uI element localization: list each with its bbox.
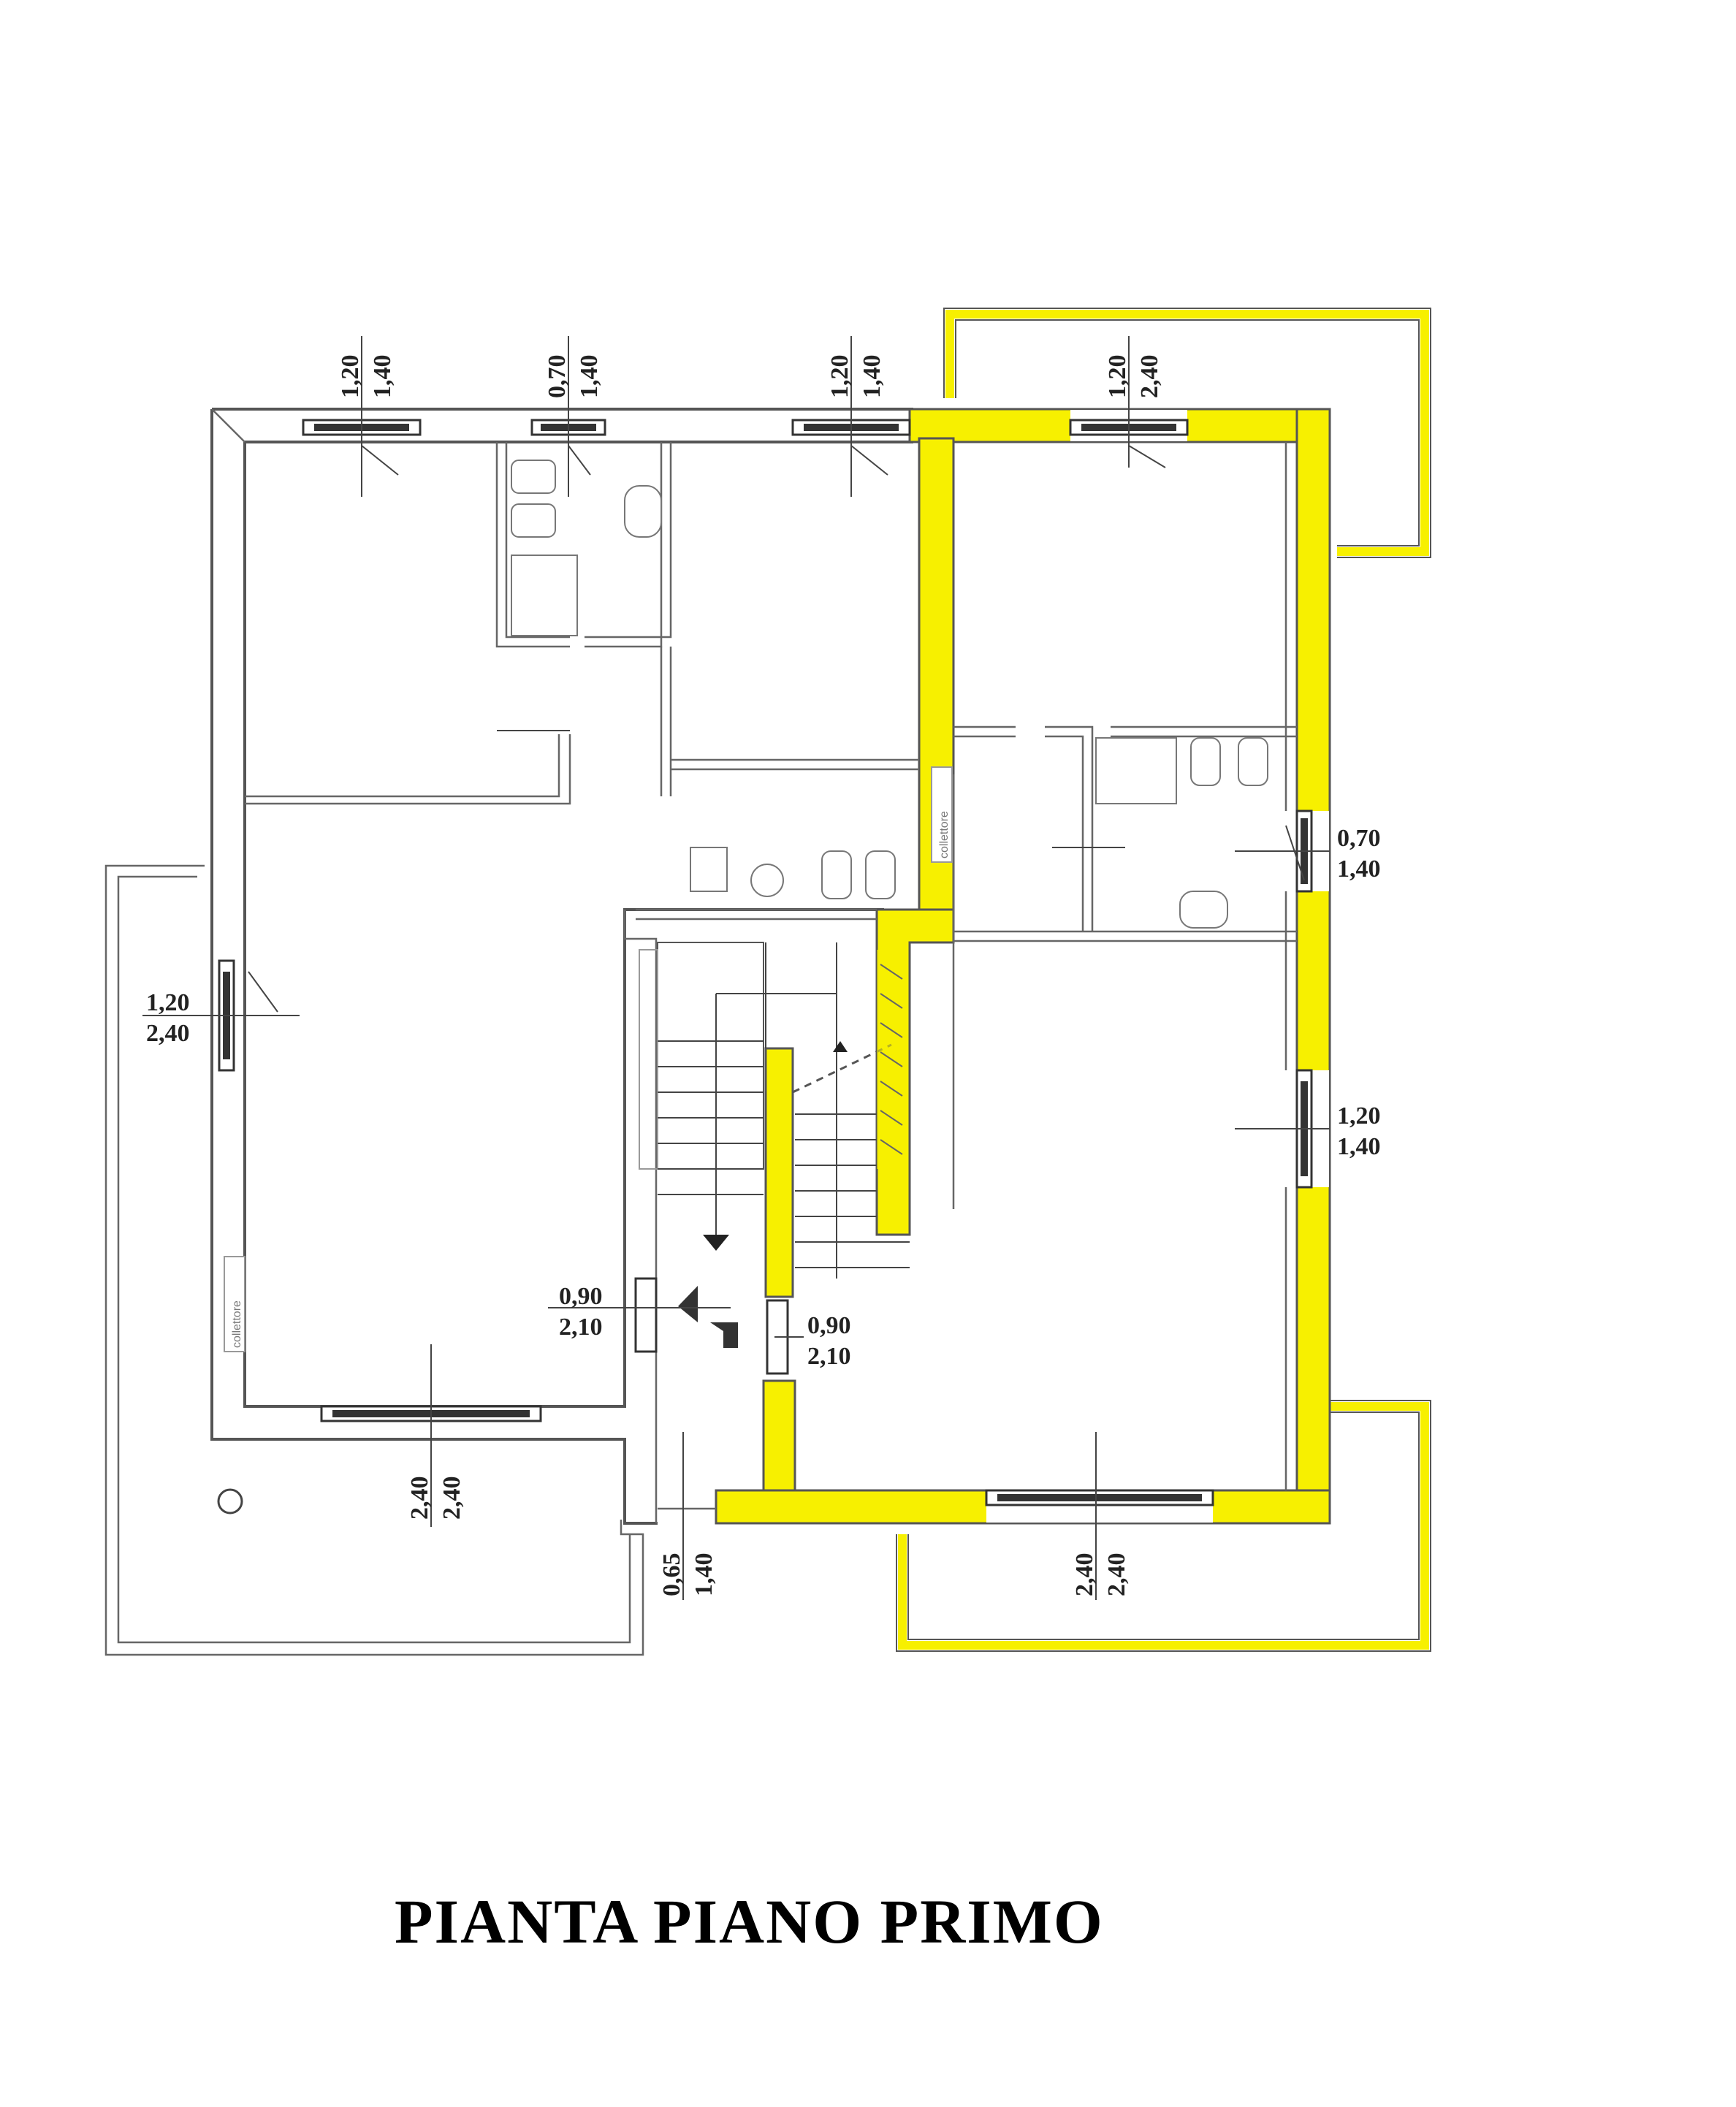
svg-text:1,20: 1,20 (826, 355, 853, 399)
down-arrow-icon (703, 1235, 729, 1251)
dim-bottom-2: 0,65 1,40 (658, 1553, 717, 1597)
dimension-leaders (142, 336, 1330, 1600)
bidet-icon (821, 850, 852, 899)
dim-right-2-h: 1,40 (1337, 1133, 1381, 1160)
svg-text:2,40: 2,40 (438, 1477, 465, 1520)
washbasin-icon (750, 864, 784, 897)
dim-door-left-h: 2,10 (559, 1314, 603, 1341)
shower-tray-icon (690, 847, 728, 892)
wall-openings (986, 410, 1329, 1523)
toilet-icon (1238, 737, 1268, 786)
dim-right-2-w: 1,20 (1337, 1102, 1381, 1129)
toilet-icon (865, 850, 896, 899)
bidet-icon (511, 460, 556, 494)
sink-icon (1179, 891, 1228, 929)
svg-text:2,40: 2,40 (1071, 1553, 1098, 1597)
dim-bottom-1: 2,40 2,40 (406, 1477, 465, 1520)
left-terrace (104, 864, 644, 1656)
dim-door-right-h: 2,10 (807, 1343, 851, 1370)
dim-top-1: 1,20 1,40 (337, 355, 396, 399)
dim-left-1-h: 2,40 (146, 1020, 190, 1047)
svg-text:1,20: 1,20 (337, 355, 364, 399)
collector-boxes (224, 766, 953, 1352)
bathroom-fixtures (511, 460, 1268, 929)
collector-label-2: collettore (231, 1300, 243, 1348)
collector-label-1: collettore (938, 811, 951, 858)
dim-top-4: 1,20 2,40 (1104, 355, 1163, 399)
dim-right-1-w: 0,70 (1337, 825, 1381, 852)
toilet-icon (511, 503, 556, 538)
sink-icon (624, 485, 662, 538)
bidet-icon (1190, 737, 1221, 786)
svg-text:1,20: 1,20 (1104, 355, 1131, 399)
drain-icon (217, 1488, 243, 1514)
dim-bottom-3: 2,40 2,40 (1071, 1553, 1130, 1597)
shower-icon (1095, 737, 1177, 804)
svg-text:2,40: 2,40 (1136, 355, 1163, 399)
svg-text:0,65: 0,65 (658, 1553, 685, 1597)
dim-left-1-w: 1,20 (146, 989, 190, 1016)
stone-wall-hatch (877, 950, 906, 1169)
svg-text:1,40: 1,40 (859, 355, 886, 399)
svg-text:0,70: 0,70 (544, 355, 571, 399)
svg-text:2,40: 2,40 (406, 1477, 433, 1520)
dim-top-3: 1,20 1,40 (826, 355, 886, 399)
balcony-top-right (943, 308, 1431, 558)
dim-door-right-w: 0,90 (807, 1312, 851, 1339)
shower-icon (511, 555, 578, 636)
up-arrow-icon (833, 1041, 848, 1052)
page-title: PIANTA PIANO PRIMO (395, 1886, 1104, 1956)
staircase (639, 942, 910, 1279)
svg-text:1,40: 1,40 (576, 355, 603, 399)
dim-right-1-h: 1,40 (1337, 856, 1381, 883)
interior-walls (245, 442, 1297, 1523)
dim-top-2: 0,70 1,40 (544, 355, 603, 399)
balcony-bottom-right (896, 1400, 1431, 1652)
svg-text:2,40: 2,40 (1103, 1553, 1130, 1597)
svg-text:1,40: 1,40 (369, 355, 396, 399)
dim-door-left-w: 0,90 (559, 1283, 603, 1310)
dimension-labels: 1,20 1,40 0,70 1,40 1,20 1,40 1,20 2,40 … (146, 355, 1381, 1597)
svg-text:1,40: 1,40 (690, 1553, 717, 1597)
